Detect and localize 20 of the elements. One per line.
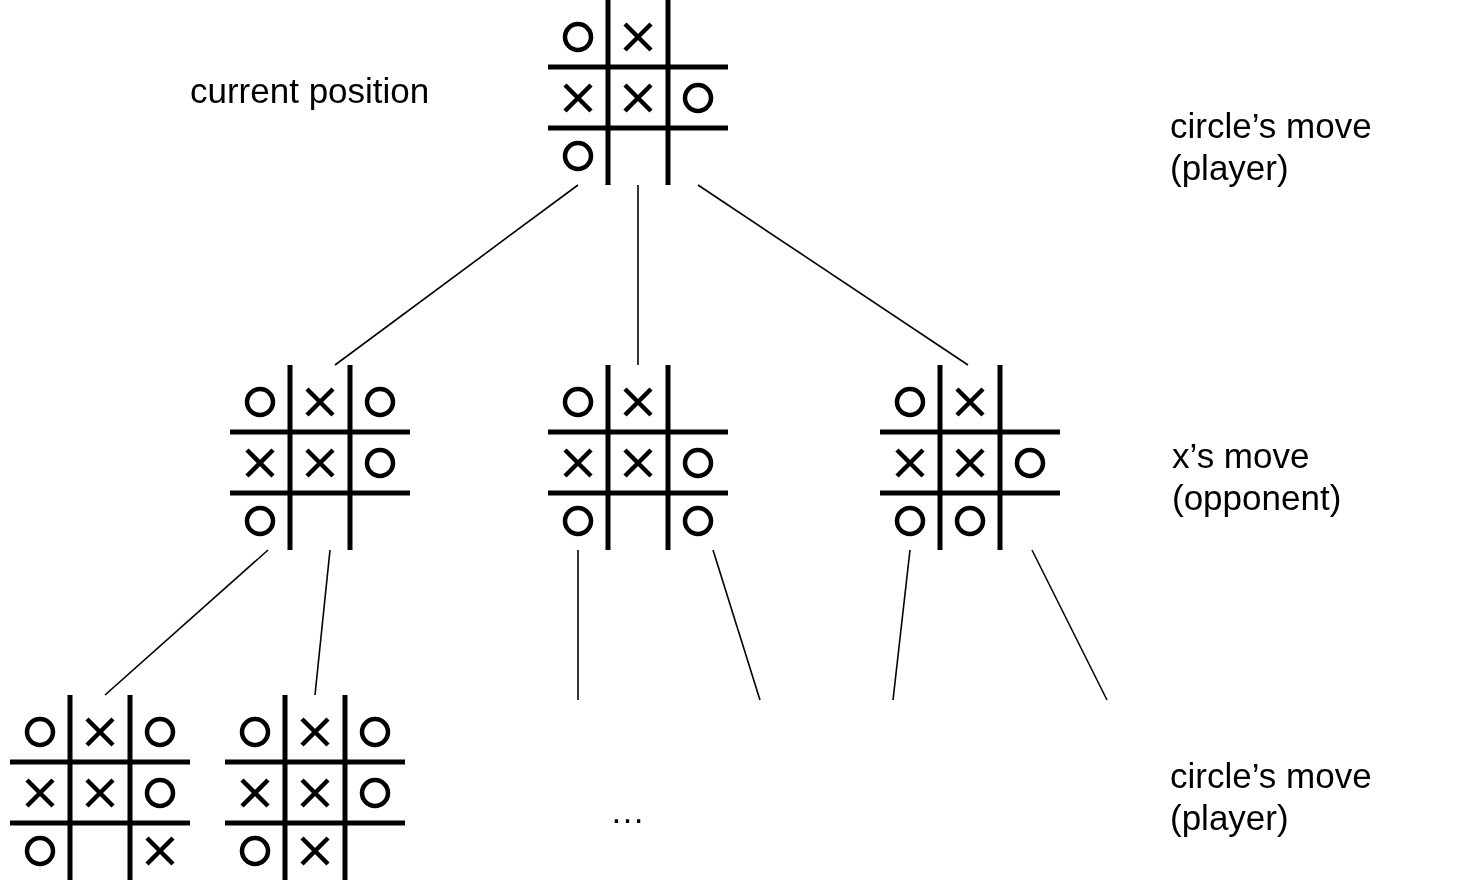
ellipsis-label: … <box>610 790 645 832</box>
tic-tac-toe-board <box>225 695 405 880</box>
tic-tac-toe-board <box>548 0 728 185</box>
tree-edge <box>1031 549 1108 701</box>
board-caption: current position <box>190 70 430 112</box>
tree-edge <box>104 549 269 696</box>
tic-tac-toe-board <box>230 365 410 550</box>
tic-tac-toe-board <box>880 365 1060 550</box>
tic-tac-toe-board <box>10 695 190 880</box>
tree-edge <box>334 184 579 366</box>
tree-edge <box>637 184 639 366</box>
tree-edge <box>892 549 911 701</box>
tree-edge <box>697 184 969 366</box>
tic-tac-toe-board <box>548 365 728 550</box>
turn-label: circle’s move (player) <box>1170 105 1373 189</box>
tree-edge <box>314 549 331 696</box>
tree-edge <box>577 549 579 701</box>
turn-label: x’s move (opponent) <box>1172 435 1343 519</box>
turn-label: circle’s move (player) <box>1170 755 1373 839</box>
tree-edge <box>712 549 761 701</box>
